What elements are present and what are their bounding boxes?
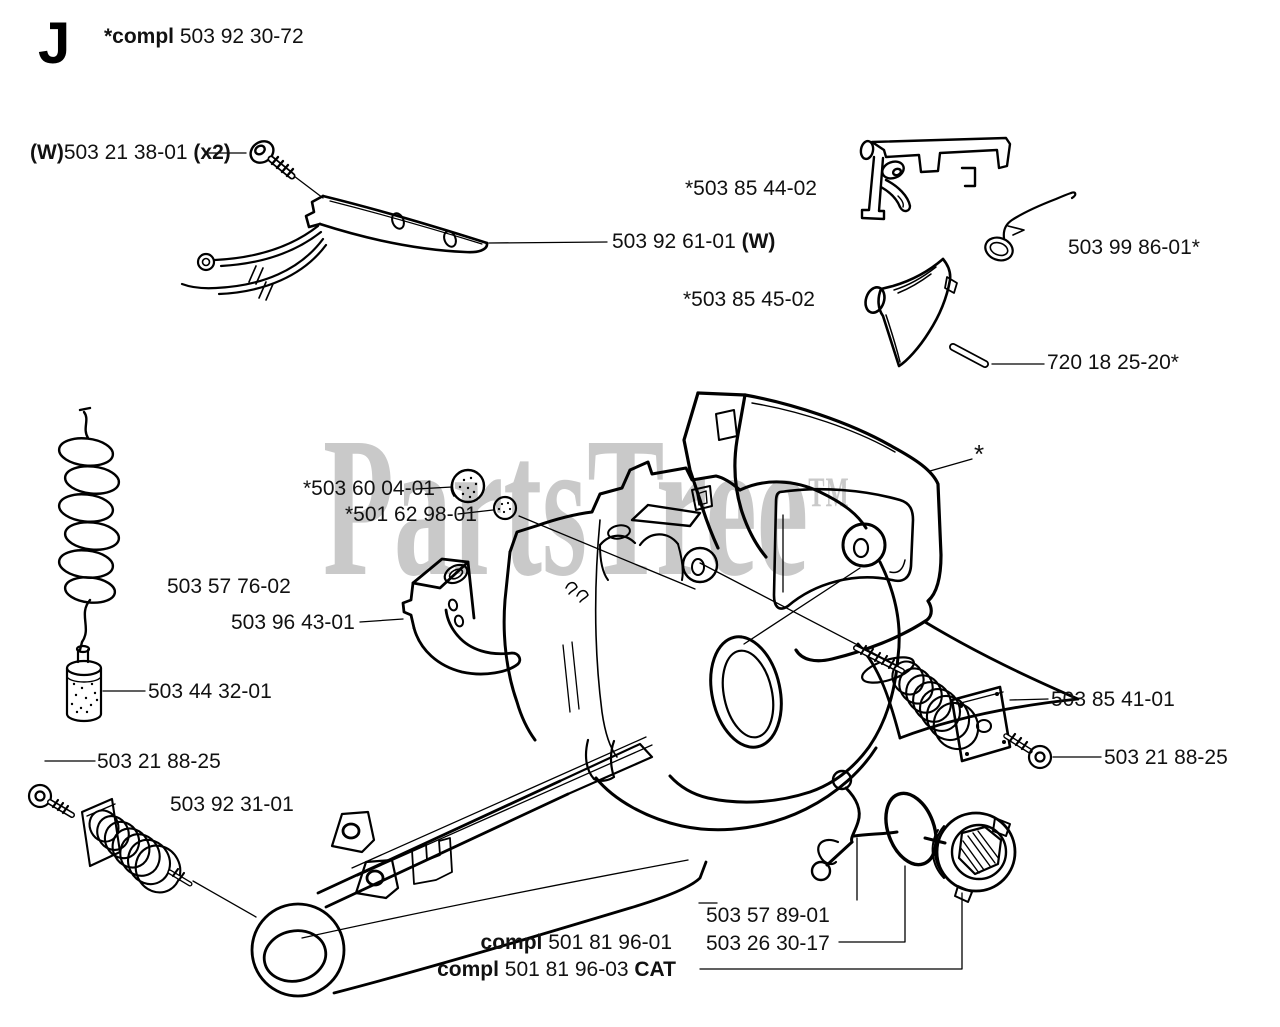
part-label-segment: 503 21 38-01 [63,141,194,164]
part-label-segment: *501 62 98-01 [345,503,477,526]
grommet-small-part [492,495,518,521]
part-label-grommet-large: *503 60 04-01 [303,477,435,500]
watermark-text: PartsTree [323,397,809,618]
part-label-segment: compl [480,931,549,954]
compl-header-prefix: *compl [104,25,175,48]
part-label-hand-guard: *503 85 45-02 [683,288,815,311]
part-label-segment: 503 57 89-01 [706,904,830,927]
part-label-pin: 720 18 25-20* [1047,351,1179,374]
part-label-segment: * [974,439,985,469]
part-label-cap-retainer: 503 57 89-01 [706,904,830,927]
part-label-segment: (x2) [193,141,231,164]
part-label-segment: 503 85 41-01 [1051,688,1175,711]
section-letter: J [38,11,71,76]
crankcase-rail-part [250,736,708,998]
hand-guard-part [864,257,958,368]
part-label-throttle-lockout: *503 85 44-02 [685,177,817,200]
fuel-hose-coil-part [57,406,121,652]
fuel-cap-part [931,811,1017,903]
part-label-segment: 503 99 86-01* [1068,236,1200,259]
rear-handle-part [682,391,943,663]
part-label-damper-right: 503 85 41-01 [1051,688,1175,711]
part-label-segment: 503 44 32-01 [148,680,272,703]
part-label-segment: 503 26 30-17 [706,932,830,955]
part-label-wiring-bracket: 503 92 61-01 (W) [612,230,775,253]
part-label-o-ring: 503 26 30-17 [706,932,830,955]
part-label-segment: 503 21 88-25 [97,750,221,773]
watermark-tm: TM [808,470,850,517]
screw-right-part [1003,732,1053,770]
part-label-handle-asterisk: * [974,440,984,469]
part-label-segment: (W) [741,230,776,253]
screw-left-part [27,783,75,818]
compl-header-num: 503 92 30-72 [179,25,304,48]
part-label-segment: *503 60 04-01 [303,477,435,500]
part-label-screw-left: 503 21 88-25 [97,750,221,773]
part-label-grommet-small: *501 62 98-01 [345,503,477,526]
partstree-watermark: PartsTreeTM [323,408,850,608]
throttle-lockout-part [859,136,1012,221]
part-label-segment: CAT [634,958,676,981]
part-label-segment: 503 96 43-01 [231,611,355,634]
part-label-fuel-filter: 503 44 32-01 [148,680,272,703]
part-label-segment: 503 92 31-01 [170,793,294,816]
part-label-throttle-trigger: 503 96 43-01 [231,611,355,634]
part-label-segment: 720 18 25-20* [1047,351,1179,374]
damper-right-part [853,644,1012,763]
part-label-segment: 503 92 61-01 [612,230,742,253]
cap-retainer-part [810,769,899,882]
compl-header: *compl 503 92 30-72 [104,25,304,49]
spring-wire-part [984,191,1077,262]
part-label-segment: 503 57 76-02 [167,575,291,598]
part-label-compl-1: compl 501 81 96-01 [481,931,672,954]
part-label-screw-top-left: (W)503 21 38-01 (x2) [30,141,231,164]
grommet-large-part [450,468,486,504]
o-ring-part [884,791,947,867]
part-label-damper-left: 503 92 31-01 [170,793,294,816]
part-label-segment: (W) [30,141,64,164]
part-label-segment: 501 81 96-01 [548,931,672,954]
damper-left-part [80,797,193,894]
part-label-fuel-hose: 503 57 76-02 [167,575,291,598]
fuel-tank-part [502,460,915,832]
part-label-compl-2: compl 501 81 96-03 CAT [437,958,676,981]
screw-icon-top-left [249,140,296,180]
throttle-trigger-part [401,557,522,676]
part-label-segment: *503 85 45-02 [683,288,815,311]
fuel-filter-part [65,644,103,723]
part-label-segment: compl [437,958,505,981]
pin-part [949,343,989,368]
part-label-spring-wire: 503 99 86-01* [1068,236,1200,259]
wiring-bracket-part [180,194,489,301]
part-label-screw-right: 503 21 88-25 [1104,746,1228,769]
part-label-segment: 501 81 96-03 [504,958,635,981]
part-label-segment: *503 85 44-02 [685,177,817,200]
part-label-segment: 503 21 88-25 [1104,746,1228,769]
